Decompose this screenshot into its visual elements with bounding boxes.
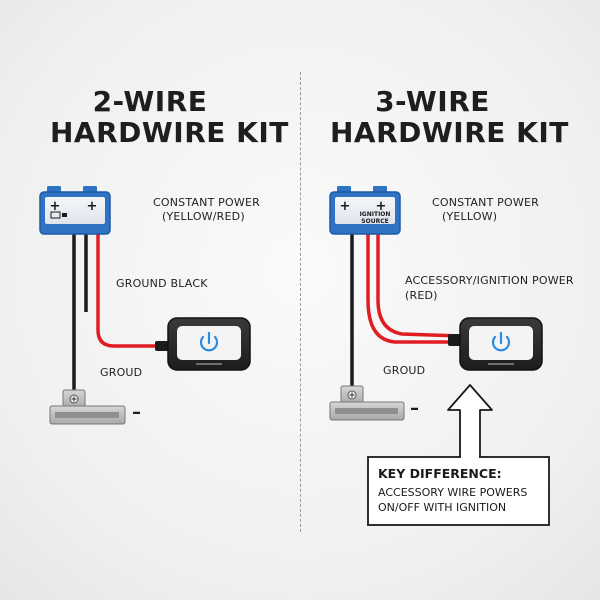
left-ground-minus: – [132, 402, 142, 423]
right-accessory-label-line2: (RED) [405, 289, 438, 302]
callout-body-line1: ACCESSORY WIRE POWERS [378, 486, 528, 499]
right-constant-wire [366, 230, 460, 344]
left-red-wire [96, 230, 168, 348]
callout-heading: KEY DIFFERENCE: [378, 466, 502, 481]
right-power-icon [491, 331, 511, 352]
left-device-icon [155, 317, 251, 371]
callout-box [367, 456, 550, 526]
left-title: 2-WIRE HARDWIRE KIT [50, 85, 289, 149]
right-title-line1: 3-WIRE [375, 85, 490, 118]
right-accessory-label-line1: ACCESSORY/IGNITION POWER [405, 274, 574, 287]
right-constant-label-line1: CONSTANT POWER [432, 196, 539, 209]
left-battery-plus-right: + [87, 199, 98, 214]
left-title-line1: 2-WIRE [92, 85, 208, 118]
right-battery-icon: + + IGNITION SOURCE [329, 186, 401, 235]
left-wires [72, 230, 168, 395]
right-battery-ign-line1: IGNITION [360, 211, 391, 218]
left-constant-label-line2: (YELLOW/RED) [162, 210, 245, 223]
left-ground-black-label: GROUND BLACK [116, 277, 208, 290]
right-device-icon [448, 317, 543, 371]
left-ground-icon [49, 389, 126, 425]
right-battery-plus-left: + [340, 199, 351, 214]
right-title: 3-WIRE HARDWIRE KIT [330, 85, 569, 149]
left-constant-label-line1: CONSTANT POWER [153, 196, 260, 209]
left-title-line2: HARDWIRE KIT [50, 116, 289, 149]
right-battery-ign-line2: SOURCE [361, 218, 388, 225]
right-battery-plus-right: + [376, 199, 387, 214]
right-ground-label: GROUD [383, 364, 426, 377]
left-ground-label: GROUD [100, 366, 143, 379]
right-ground-icon [329, 385, 405, 421]
callout-body-line2: ON/OFF WITH IGNITION [378, 501, 507, 514]
left-power-icon [199, 331, 219, 352]
center-divider [300, 72, 301, 532]
right-wires [350, 230, 461, 390]
right-constant-label-line2: (YELLOW) [442, 210, 498, 223]
left-battery-icon: + + [39, 186, 111, 235]
right-title-line2: HARDWIRE KIT [330, 116, 569, 149]
right-ground-minus: – [410, 398, 420, 419]
left-battery-plus-left: + [50, 199, 61, 214]
right-accessory-wire [376, 230, 461, 338]
up-arrow-icon [447, 384, 493, 459]
callout-text: KEY DIFFERENCE: ACCESSORY WIRE POWERS ON… [378, 466, 543, 515]
